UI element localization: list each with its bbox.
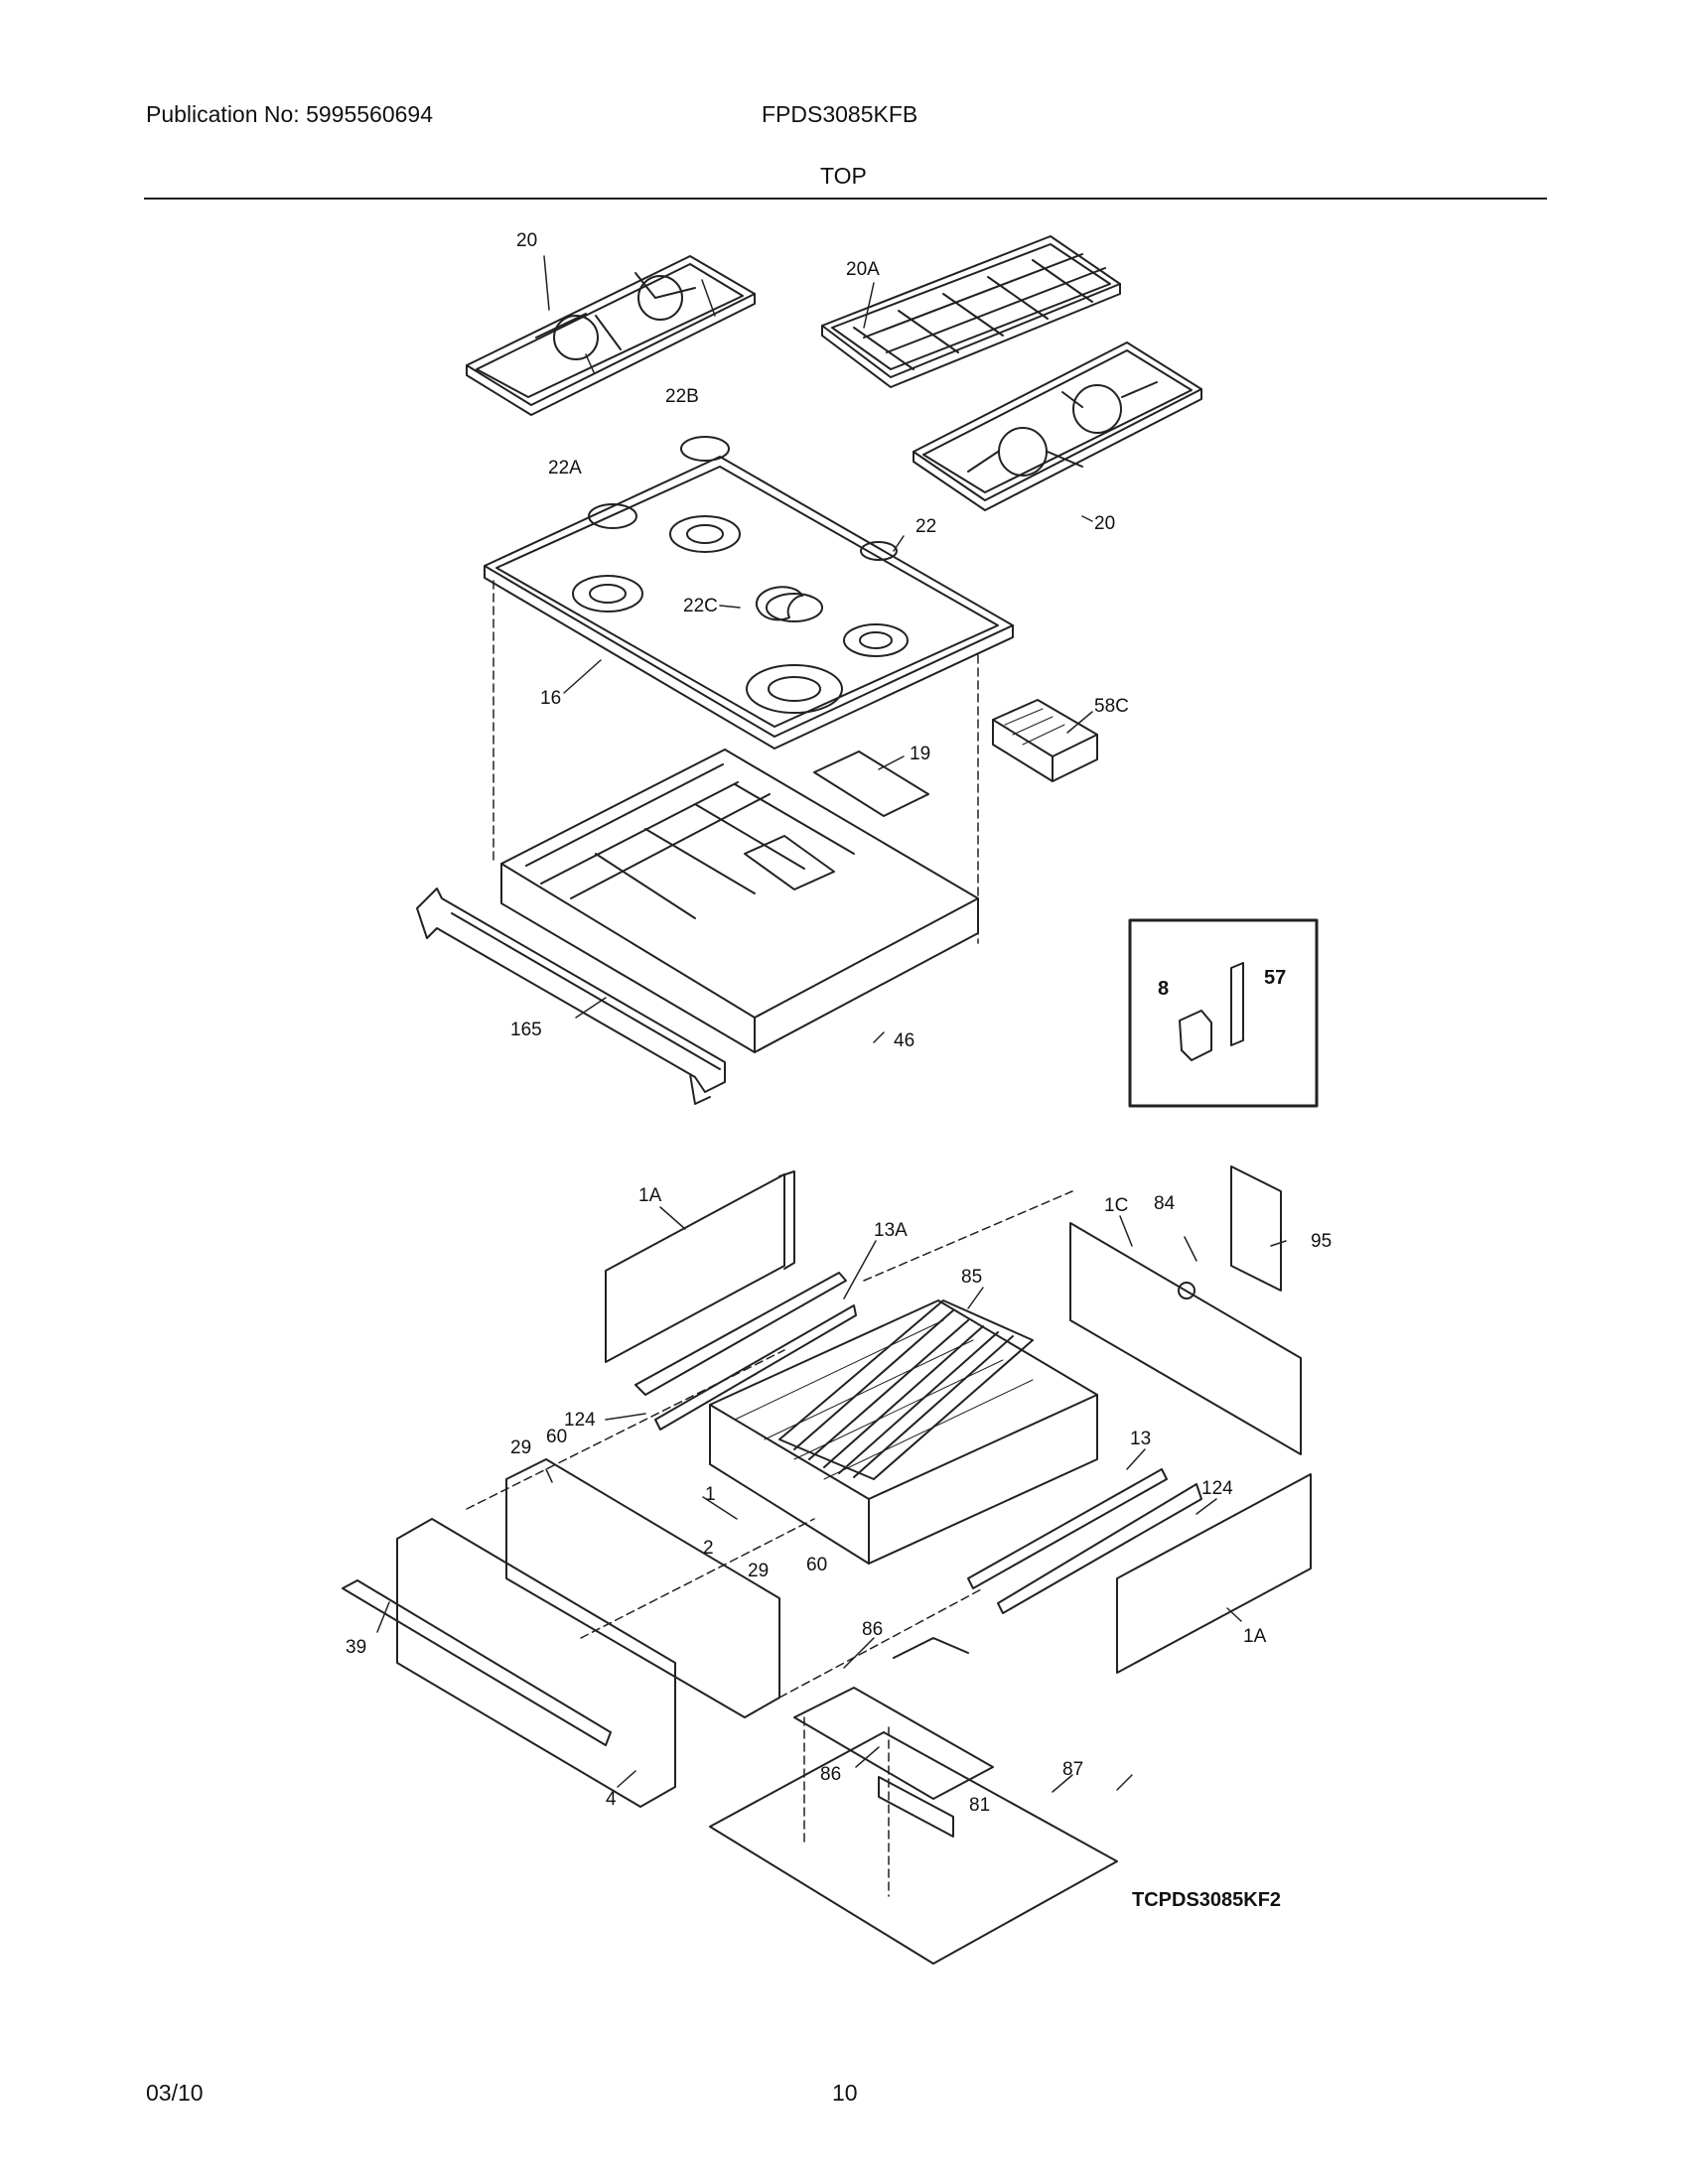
callout-label: 1A <box>1243 1626 1267 1647</box>
callout-label: 22 <box>915 516 936 537</box>
callout-label: 60 <box>546 1427 567 1447</box>
model-number: FPDS3085KFB <box>762 101 918 127</box>
callout-label: 16 <box>540 688 561 709</box>
grate-right <box>913 341 1202 511</box>
cooktop <box>484 436 1014 750</box>
callout-label: 22C <box>683 596 718 616</box>
callout-label: 20 <box>1094 513 1115 534</box>
callout-label: 20 <box>516 230 537 251</box>
oven-rack <box>778 1299 1034 1480</box>
callout-label: 29 <box>748 1561 769 1581</box>
callout-label: 13 <box>1130 1429 1151 1449</box>
callout-label: 86 <box>862 1619 883 1640</box>
back-panel <box>1069 1165 1302 1455</box>
callout-label: 22A <box>548 458 582 478</box>
heating-element <box>793 1637 994 1838</box>
insulation-block <box>992 699 1098 782</box>
burner-box <box>500 749 979 1053</box>
slide-rail-right <box>967 1468 1202 1614</box>
callout-label: 19 <box>910 744 930 764</box>
callout-label: 165 <box>510 1020 542 1040</box>
alignment-lines-top <box>492 580 979 944</box>
callout-label: 29 <box>510 1437 531 1458</box>
slide-rail-left <box>634 1272 857 1431</box>
callout-label: 95 <box>1311 1231 1332 1252</box>
callout-label: 39 <box>346 1637 366 1658</box>
grate-left <box>466 255 756 416</box>
inset-box <box>1128 918 1319 1108</box>
side-panel-left <box>605 1170 795 1363</box>
header-rule <box>144 198 1547 200</box>
callout-label: 57 <box>1264 967 1286 989</box>
alignment-lines-bottom <box>466 1190 1073 1897</box>
callout-label: 85 <box>961 1267 982 1288</box>
publication-number: Publication No: 5995560694 <box>146 101 434 127</box>
callout-label: 86 <box>820 1764 841 1785</box>
drawer-tray <box>709 1299 1098 1565</box>
drawer-door <box>342 1518 676 1808</box>
callout-label: 13A <box>874 1220 908 1241</box>
drawer-front-panel <box>505 1458 780 1718</box>
side-panel-right <box>1116 1473 1312 1674</box>
cover-plate <box>813 751 929 817</box>
callout-label: 58C <box>1094 696 1129 717</box>
callout-label: 1 <box>705 1484 716 1505</box>
callout-label: 81 <box>969 1795 990 1816</box>
callout-label: 2 <box>703 1538 714 1559</box>
callout-label: 1C <box>1104 1195 1128 1216</box>
callout-label: 84 <box>1154 1193 1176 1214</box>
grate-center <box>821 235 1121 388</box>
callout-label: 1A <box>638 1185 662 1206</box>
leader-lines <box>376 255 1287 1793</box>
callout-label: 60 <box>806 1555 827 1575</box>
callout-label: 124 <box>564 1410 596 1431</box>
callout-label: 4 <box>606 1789 617 1810</box>
callout-label: 87 <box>1062 1759 1083 1780</box>
callout-label: 8 <box>1158 978 1169 1000</box>
callout-label: 124 <box>1201 1478 1233 1499</box>
callout-label: 22B <box>665 386 699 407</box>
front-rail <box>416 887 726 1105</box>
drawing-code: TCPDS3085KF2 <box>1132 1889 1281 1911</box>
callout-label: 20A <box>846 259 880 280</box>
callouts: 20 20A 22B 22A 22 20 22C 16 58C 19 165 4… <box>346 230 1332 1816</box>
section-title: TOP <box>820 163 867 189</box>
bottom-plate <box>709 1731 1118 1965</box>
footer-date: 03/10 <box>146 2080 204 2106</box>
page-number: 10 <box>832 2080 858 2106</box>
callout-label: 46 <box>894 1030 914 1051</box>
